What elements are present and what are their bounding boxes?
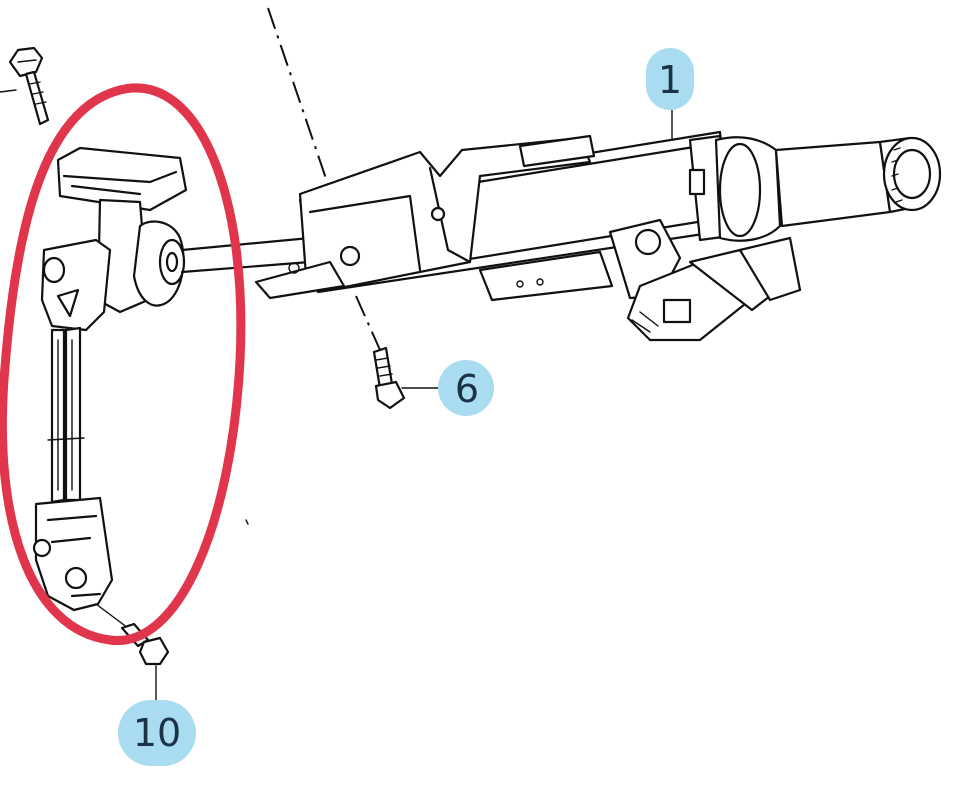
- callout-part-10: 10: [118, 700, 196, 766]
- callout-part-1: 1: [646, 48, 694, 110]
- callout-part-10-label: 10: [133, 711, 181, 755]
- highlight-ring: [0, 83, 246, 645]
- callout-part-1-label: 1: [658, 58, 682, 102]
- steering-column: [254, 130, 942, 342]
- callout-part-6-label: 6: [455, 367, 479, 411]
- callout-part-6: 6: [438, 360, 494, 416]
- top-left-bolt: [0, 46, 50, 126]
- center-axis-line: [267, 7, 353, 256]
- intermediate-shaft: [32, 146, 312, 629]
- stray-mark: [245, 519, 249, 525]
- center-bolt: [355, 295, 406, 410]
